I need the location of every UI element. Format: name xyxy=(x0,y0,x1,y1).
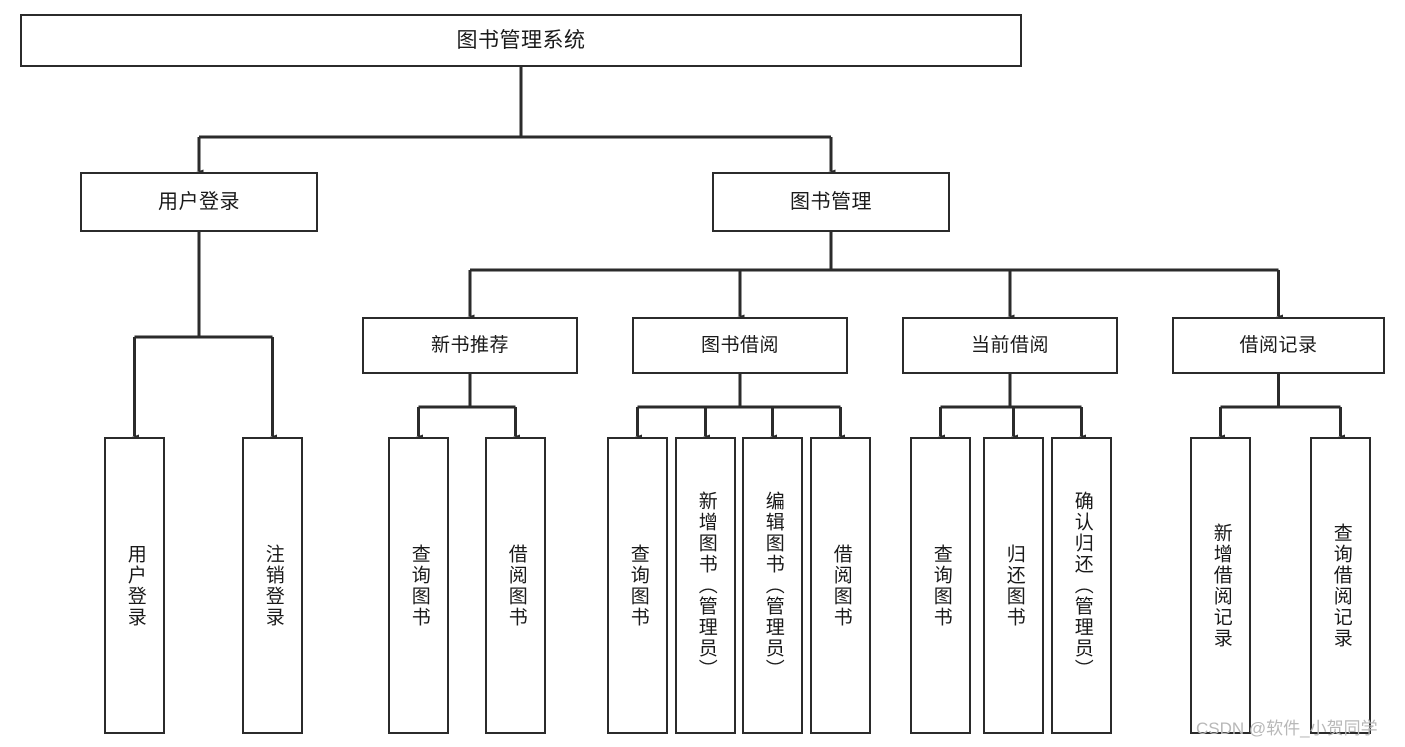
node-book-borrow-label: 图书借阅 xyxy=(700,334,779,356)
node-current-borrow[interactable]: 当前借阅 xyxy=(902,317,1118,374)
leaf-query-book-current[interactable]: 查询图书 xyxy=(910,437,971,734)
leaf-query-book-borrow-label: 查询图书 xyxy=(627,543,649,628)
leaf-return-book[interactable]: 归还图书 xyxy=(983,437,1044,734)
leaf-edit-book-admin-label: 编辑图书（管理员） xyxy=(762,491,784,680)
leaf-query-book-recommend[interactable]: 查询图书 xyxy=(388,437,449,734)
leaf-edit-book-admin[interactable]: 编辑图书（管理员） xyxy=(742,437,803,734)
node-new-book-recommend-label: 新书推荐 xyxy=(430,334,509,356)
node-new-book-recommend[interactable]: 新书推荐 xyxy=(362,317,578,374)
leaf-query-book-borrow[interactable]: 查询图书 xyxy=(607,437,668,734)
leaf-query-borrow-record-label: 查询借阅记录 xyxy=(1330,522,1352,649)
node-book-manage-label: 图书管理 xyxy=(790,190,872,213)
leaf-add-borrow-record[interactable]: 新增借阅记录 xyxy=(1190,437,1251,734)
node-current-borrow-label: 当前借阅 xyxy=(970,334,1049,356)
node-root-label: 图书管理系统 xyxy=(456,28,586,52)
leaf-confirm-return-admin[interactable]: 确认归还（管理员） xyxy=(1051,437,1112,734)
leaf-borrow-book-recommend[interactable]: 借阅图书 xyxy=(485,437,546,734)
leaf-user-login-label: 用户登录 xyxy=(124,543,146,628)
leaf-logout[interactable]: 注销登录 xyxy=(242,437,303,734)
node-book-borrow[interactable]: 图书借阅 xyxy=(632,317,848,374)
csdn-watermark: CSDN @软件_小贺同学 xyxy=(1196,719,1378,738)
leaf-add-book-admin[interactable]: 新增图书（管理员） xyxy=(675,437,736,734)
node-borrow-record[interactable]: 借阅记录 xyxy=(1172,317,1385,374)
leaf-return-book-label: 归还图书 xyxy=(1003,543,1025,628)
leaf-borrow-book-label: 借阅图书 xyxy=(830,543,852,628)
leaf-confirm-return-admin-label: 确认归还（管理员） xyxy=(1071,491,1093,680)
leaf-borrow-book-recommend-label: 借阅图书 xyxy=(505,543,527,628)
leaf-user-login[interactable]: 用户登录 xyxy=(104,437,165,734)
leaf-logout-label: 注销登录 xyxy=(262,543,284,628)
node-book-manage[interactable]: 图书管理 xyxy=(712,172,950,232)
node-root[interactable]: 图书管理系统 xyxy=(20,14,1022,67)
leaf-query-book-current-label: 查询图书 xyxy=(930,543,952,628)
node-user-login-label: 用户登录 xyxy=(158,190,240,213)
leaf-query-book-recommend-label: 查询图书 xyxy=(408,543,430,628)
node-user-login[interactable]: 用户登录 xyxy=(80,172,318,232)
leaf-borrow-book[interactable]: 借阅图书 xyxy=(810,437,871,734)
node-borrow-record-label: 借阅记录 xyxy=(1239,334,1318,356)
leaf-add-book-admin-label: 新增图书（管理员） xyxy=(695,491,717,680)
leaf-add-borrow-record-label: 新增借阅记录 xyxy=(1210,522,1232,649)
leaf-query-borrow-record[interactable]: 查询借阅记录 xyxy=(1310,437,1371,734)
